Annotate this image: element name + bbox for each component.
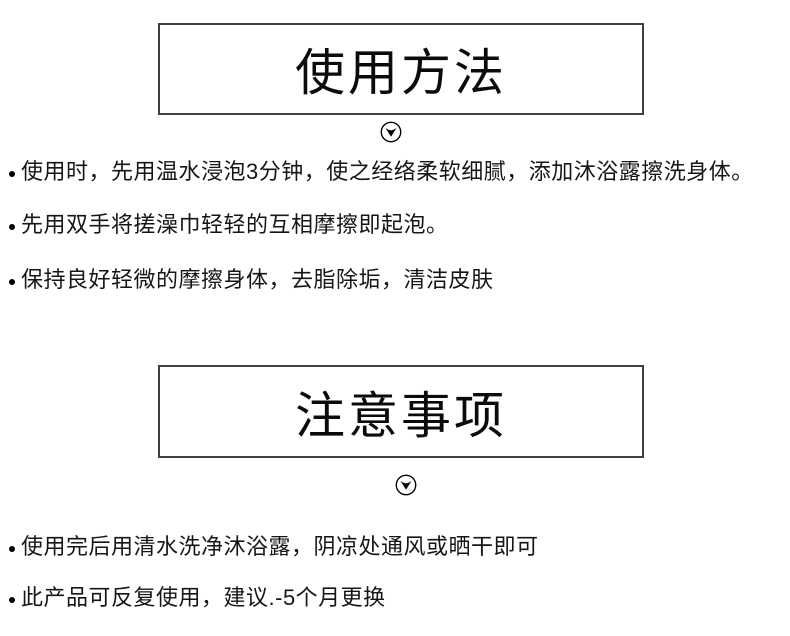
- list-item: 此产品可反复使用，建议.-5个月更换: [9, 585, 386, 611]
- bullet-text: 使用时，先用温水浸泡3分钟，使之经络柔软细腻，添加沐浴露擦洗身体。: [21, 159, 754, 184]
- bullet-dot-icon: [9, 170, 15, 177]
- usage-title: 使用方法: [295, 45, 507, 101]
- circled-down-arrow-icon: [380, 121, 402, 143]
- bullet-dot-icon: [9, 223, 15, 230]
- bullet-dot-icon: [9, 278, 15, 285]
- bullet-text: 使用完后用清水洗净沐浴露，阴凉处通风或晒干即可: [21, 534, 539, 559]
- list-item: 使用时，先用温水浸泡3分钟，使之经络柔软细腻，添加沐浴露擦洗身体。: [9, 159, 754, 185]
- bullet-text: 此产品可反复使用，建议.-5个月更换: [21, 585, 386, 610]
- list-item: 先用双手将搓澡巾轻轻的互相摩擦即起泡。: [9, 212, 449, 238]
- list-item: 保持良好轻微的摩擦身体，去脂除垢，清洁皮肤: [9, 267, 494, 293]
- list-item: 使用完后用清水洗净沐浴露，阴凉处通风或晒干即可: [9, 534, 539, 560]
- precautions-title: 注意事项: [295, 387, 507, 444]
- bullet-text: 保持良好轻微的摩擦身体，去脂除垢，清洁皮肤: [21, 267, 494, 292]
- usage-title-box: 使用方法: [158, 23, 644, 115]
- bullet-dot-icon: [9, 545, 15, 552]
- precautions-title-box: 注意事项: [158, 365, 644, 458]
- bullet-text: 先用双手将搓澡巾轻轻的互相摩擦即起泡。: [21, 212, 449, 237]
- bullet-dot-icon: [9, 596, 15, 603]
- circled-down-arrow-icon: [395, 474, 417, 496]
